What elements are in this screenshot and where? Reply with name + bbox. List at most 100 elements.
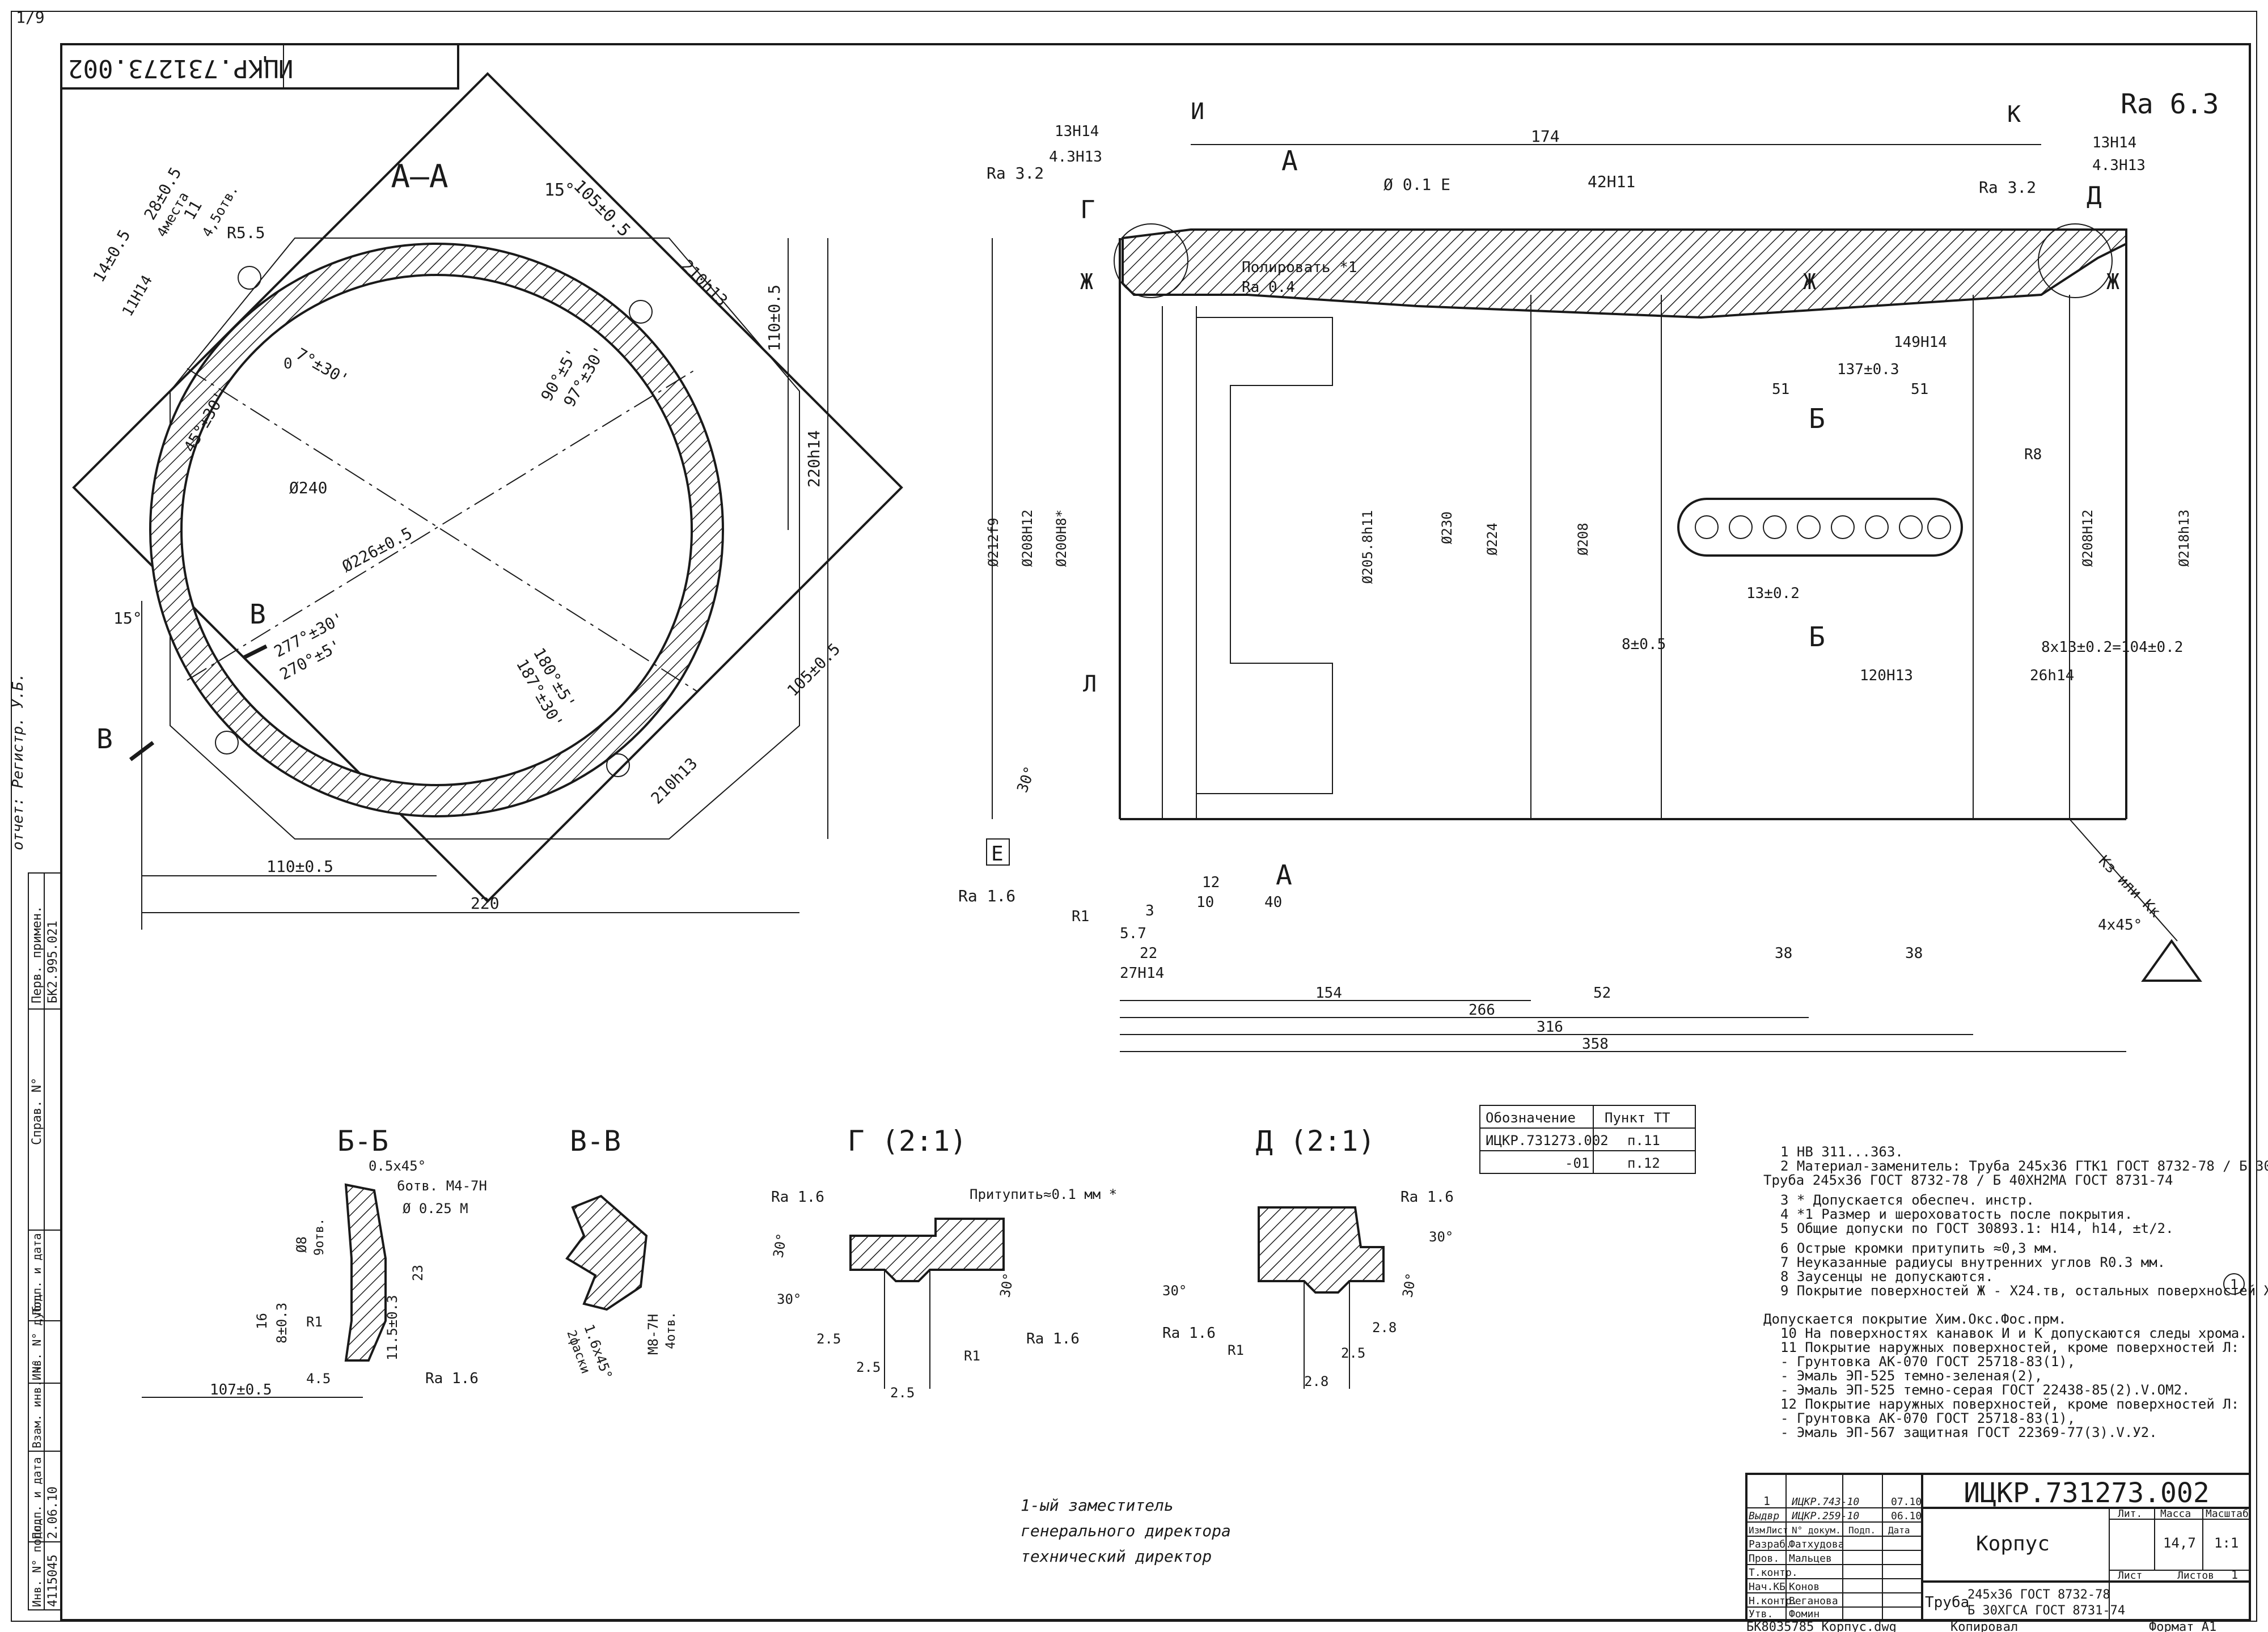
dim-51-a: 51 <box>1772 381 1789 398</box>
tb-name-0: Фатхудова <box>1789 1538 1844 1550</box>
dim-13h14-right: 13H14 <box>2092 134 2136 151</box>
dim-316: 316 <box>1537 1019 1563 1036</box>
note-12b: - Эмаль ЭП-567 защитная ГОСТ 22369-77(3)… <box>1780 1425 2157 1440</box>
section-bb-view: Б-Б 0.5x45° 6отв. M4-7H Ø 0.25 M Ø8 9отв… <box>142 1125 487 1398</box>
bb-dim-r1: R1 <box>306 1314 323 1330</box>
datum-e-box <box>986 838 1010 866</box>
dim-5-7: 5.7 <box>1120 925 1146 942</box>
datum-triangle <box>2141 939 2202 982</box>
detail-g-title: Г (2:1) <box>848 1125 967 1158</box>
detail-d-r1: R1 <box>1228 1342 1244 1358</box>
side-label-1: Подп. и дата <box>30 1233 44 1316</box>
footer-file-name: БК8035785_Корпус.dwg <box>1746 1620 1897 1632</box>
section-v-cut-1 <box>243 644 268 660</box>
dim-r5-5: R5.5 <box>227 223 265 242</box>
dim-26h14: 26h14 <box>2030 667 2074 684</box>
bb-dim-d8: Ø8 <box>294 1236 310 1253</box>
aa-centerline-diag <box>187 368 698 692</box>
bb-dim-m4: 6отв. M4-7H <box>397 1178 487 1194</box>
note-2: 2 Материал-заменитель: Труба 245x36 ГТК1… <box>1780 1158 2268 1174</box>
dim-174: 174 <box>1531 127 1560 146</box>
dim-8-0-5: 8±0.5 <box>1622 636 1666 653</box>
detail-d-2-8b: 2.8 <box>1304 1374 1328 1389</box>
polish-note: Полировать *1 <box>1242 259 1357 276</box>
letter-d: Д <box>2087 181 2102 210</box>
tb-role-1: Пров. <box>1749 1553 1779 1565</box>
title-scale-label: Масштаб <box>2206 1508 2249 1520</box>
ra-3-2-left: Ra 3.2 <box>987 164 1044 183</box>
detail-g-r1: R1 <box>964 1348 980 1364</box>
section-letter-v-2: В <box>96 723 113 755</box>
title-mass-label: Масса <box>2160 1508 2191 1520</box>
vv-dim-m8: M8-7H <box>645 1314 661 1355</box>
dim-4-3h13-right: 4.3H13 <box>2092 157 2146 174</box>
section-vv-view: В-В M8-7H 4отв. 1.6x45° 2фаски <box>564 1125 678 1381</box>
note-5: 5 Общие допуски по ГОСТ 30893.1: H14, h1… <box>1780 1220 2174 1236</box>
corner-mark: 1/9 <box>16 8 45 27</box>
left-margin-text: отчет: Регистр. У.Б. <box>10 673 27 850</box>
bb-profile <box>344 1183 387 1362</box>
bb-dim-11-5: 11.5±0.3 <box>384 1295 400 1360</box>
dim-27h14: 27H14 <box>1120 965 1164 982</box>
approval-signatures: 1-ый заместитель генерального директора … <box>1021 1496 1231 1566</box>
left-side-stamp: Перв. примен. БК2.995.021 Справ. N° Подп… <box>10 673 62 1610</box>
signature-general-director: генерального директора <box>1021 1521 1231 1540</box>
letter-zh-2: Ж <box>1803 269 1816 294</box>
dim-15-top: 15° <box>544 180 575 200</box>
detail-g-30b: 30° <box>777 1291 801 1307</box>
bb-dim-16: 16 <box>254 1313 270 1329</box>
dim-51-b: 51 <box>1911 381 1928 398</box>
dim-d205-8h11: Ø205.8h11 <box>1360 510 1376 584</box>
note-6: 6 Острые кромки притупить ≈0,3 мм. <box>1780 1240 2059 1256</box>
dim-38-a: 38 <box>1775 945 1792 962</box>
main-side-view: Ra 6.3 И К А А Г Д Ж Ж Ж Б Б Л Е 13H14 4… <box>958 88 2219 1053</box>
tb-role-2: Т.контр. <box>1749 1567 1798 1579</box>
bb-ra-1-6: Ra 1.6 <box>425 1370 479 1387</box>
bb-dim-position: Ø 0.25 M <box>403 1201 468 1216</box>
circled-note: 1 <box>2230 1277 2238 1292</box>
vv-dim-4otv: 4отв. <box>664 1312 678 1349</box>
bolt-hole-2 <box>629 300 653 324</box>
bb-dim-23: 23 <box>410 1265 426 1281</box>
dim-d208h12: Ø208H12 <box>1019 510 1035 567</box>
letter-b-2: Б <box>1809 621 1825 653</box>
bb-dim-107: 107±0.5 <box>210 1381 272 1398</box>
detail-g-ra-2: Ra 1.6 <box>1026 1330 1080 1347</box>
dim-d200h8: Ø200H8* <box>1053 510 1069 567</box>
detail-g-30a: 30° <box>770 1232 790 1259</box>
dim-149h14: 149H14 <box>1894 334 1947 351</box>
dim-d226: Ø226±0.5 <box>339 524 416 576</box>
ra-0-4: Ra 0.4 <box>1242 279 1295 296</box>
tolerance-frame: Ø 0.1 E <box>1383 175 1450 194</box>
letter-zh-1: Ж <box>1080 269 1093 294</box>
flange-square-outline <box>72 72 903 903</box>
change-header-list: Лист <box>1766 1525 1788 1536</box>
dim-10: 10 <box>1196 894 1214 911</box>
dim-52: 52 <box>1593 985 1611 1002</box>
detail-d-ra-1: Ra 1.6 <box>1400 1189 1454 1206</box>
footer-copied: Копировал <box>1950 1620 2018 1632</box>
detail-g-marker <box>1114 223 1188 298</box>
dim-22: 22 <box>1140 945 1157 962</box>
signature-first-deputy: 1-ый заместитель <box>1021 1496 1174 1515</box>
title-sheets-label: Листов <box>2177 1570 2214 1582</box>
tb-name-4: Веганова <box>1789 1595 1838 1607</box>
dim-d212f9: Ø212f9 <box>985 518 1001 567</box>
section-v-cut-2 <box>129 741 155 761</box>
dim-4x45: 4x45° <box>2098 917 2142 934</box>
detail-g-profile <box>849 1218 1005 1282</box>
main-inner-step <box>1196 317 1333 794</box>
note-2b: Труба 245x36 ГОСТ 8732-78 / Б 40ХН2МА ГО… <box>1763 1172 2173 1188</box>
side-label-3: Взам. инв. N° <box>30 1359 44 1448</box>
dim-120h13: 120H13 <box>1860 667 1913 684</box>
detail-d-view: Д (2:1) Ra 1.6 30° 30° 30° Ra 1.6 R1 2.8… <box>1162 1125 1454 1389</box>
dim-d240: Ø240 <box>289 478 327 497</box>
dim-r1-main: R1 <box>1072 908 1089 925</box>
table-header-clause: Пункт ТТ <box>1605 1110 1670 1126</box>
bb-dim-4-5: 4.5 <box>306 1371 331 1387</box>
change-row-2-doc: ИЦКР.259-10 <box>1791 1510 1859 1522</box>
tb-role-5: Утв. <box>1749 1608 1773 1620</box>
detail-g-view: Г (2:1) Ra 1.6 Притупить≈0.1 мм * 30° 30… <box>770 1125 1117 1401</box>
detail-d-2-8a: 2.8 <box>1372 1320 1397 1336</box>
change-header-izm: Изм <box>1749 1525 1765 1536</box>
